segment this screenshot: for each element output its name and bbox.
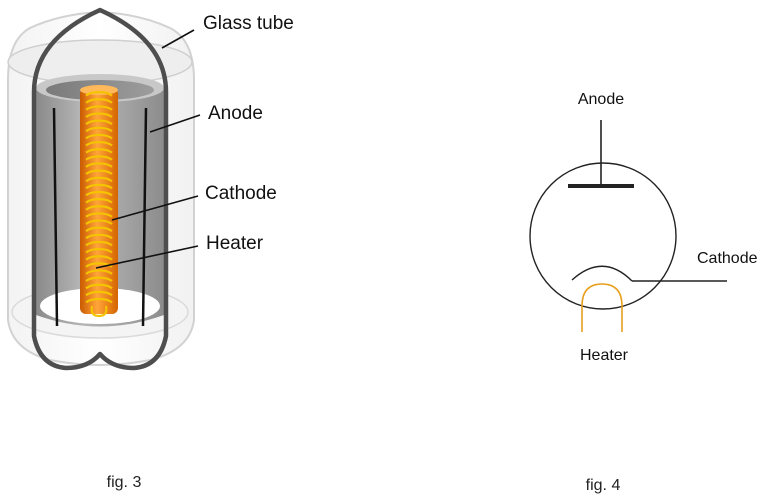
heater-coil-turn [85, 226, 113, 233]
heater-coil-turn [85, 148, 113, 154]
heater-coil-turn [85, 297, 113, 304]
heater-coil-turn [85, 126, 113, 133]
anode-left-edge [52, 107, 59, 327]
heater-coil-turn [85, 283, 113, 290]
heater-coil-turn [85, 205, 113, 211]
heater-coil-turn [85, 183, 113, 190]
schematic-cathode-label: Cathode [697, 250, 758, 267]
heater-coil-turn [85, 98, 113, 104]
cathode-label: Cathode [205, 183, 277, 204]
tube-schematic: Anode Cathode Heater fig. 4 [529, 91, 758, 494]
heater-coil-turn [85, 212, 113, 218]
heater-coil-turn [85, 255, 113, 261]
heater-coil-hook [90, 305, 108, 318]
heater-coil-turn [85, 162, 113, 168]
envelope-circle [529, 162, 677, 310]
heater-label: Heater [206, 233, 264, 254]
cathode-top [80, 85, 118, 95]
heater-coil-turn [85, 198, 113, 204]
heater-coil-turn [85, 112, 113, 118]
figure-caption: fig. 3 [107, 474, 142, 491]
heater-coil-turn [85, 269, 113, 275]
cathode-arc [571, 265, 633, 282]
heater-coil-turn [85, 140, 113, 147]
anode-label: Anode [208, 103, 263, 124]
heater-coil-turn [85, 133, 113, 140]
heater-coil-turn [85, 247, 113, 254]
heater-coil-turn [85, 262, 113, 268]
heater-coil-turn [85, 190, 113, 197]
glass-tube-label: Glass tube [203, 13, 294, 34]
heater-coil-turn [85, 176, 113, 183]
figure-caption: fig. 4 [586, 477, 621, 494]
glass-tube-leader [161, 29, 195, 49]
heater-coil-turn [85, 276, 113, 282]
cathode-leader [111, 195, 199, 221]
glass-tube-outline [31, 7, 169, 371]
tube-illustration: Glass tube Anode Cathode Heater fig. 3 [7, 7, 294, 491]
heater-coil-turn [85, 240, 113, 247]
heater-coil-turn [85, 91, 113, 97]
heater-coil-turn [85, 119, 113, 126]
heater-coil-turn [85, 290, 113, 297]
schematic-anode-label: Anode [578, 91, 624, 108]
heater-coil-turn [85, 233, 113, 240]
heater-coil [85, 91, 113, 318]
anode-leader [149, 114, 201, 133]
heater-coil-turn [85, 169, 113, 175]
heater-leader [95, 245, 199, 269]
anode-right-edge [141, 107, 148, 327]
heater-coil-turn [85, 155, 113, 161]
heater-coil-turn [85, 105, 113, 111]
heater-filament [581, 283, 623, 332]
heater-coil-turn [85, 219, 113, 225]
schematic-heater-label: Heater [580, 347, 629, 364]
